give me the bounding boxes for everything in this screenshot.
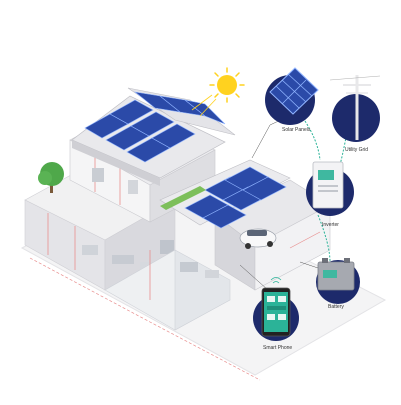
smart-phone-callout (253, 277, 299, 341)
solar-panels-callout (265, 67, 319, 125)
lower-rooms (104, 249, 231, 331)
inverter-callout (306, 161, 354, 216)
label-inverter: Inverter (322, 222, 339, 228)
label-solar-panels: Solar Panels (282, 127, 311, 133)
roof-solar-panels (84, 91, 287, 229)
tree-icon (38, 162, 64, 193)
battery-callout (316, 258, 360, 304)
sun-icon (191, 67, 245, 117)
label-battery: Battery (328, 304, 344, 310)
lot-boundary (29, 257, 261, 381)
green-roof-strip (160, 186, 206, 210)
label-smart-phone: Smart Phone (263, 345, 293, 351)
utility-grid-callout (329, 75, 381, 142)
label-utility-grid: Utility Grid (345, 147, 369, 153)
garage (214, 179, 331, 291)
